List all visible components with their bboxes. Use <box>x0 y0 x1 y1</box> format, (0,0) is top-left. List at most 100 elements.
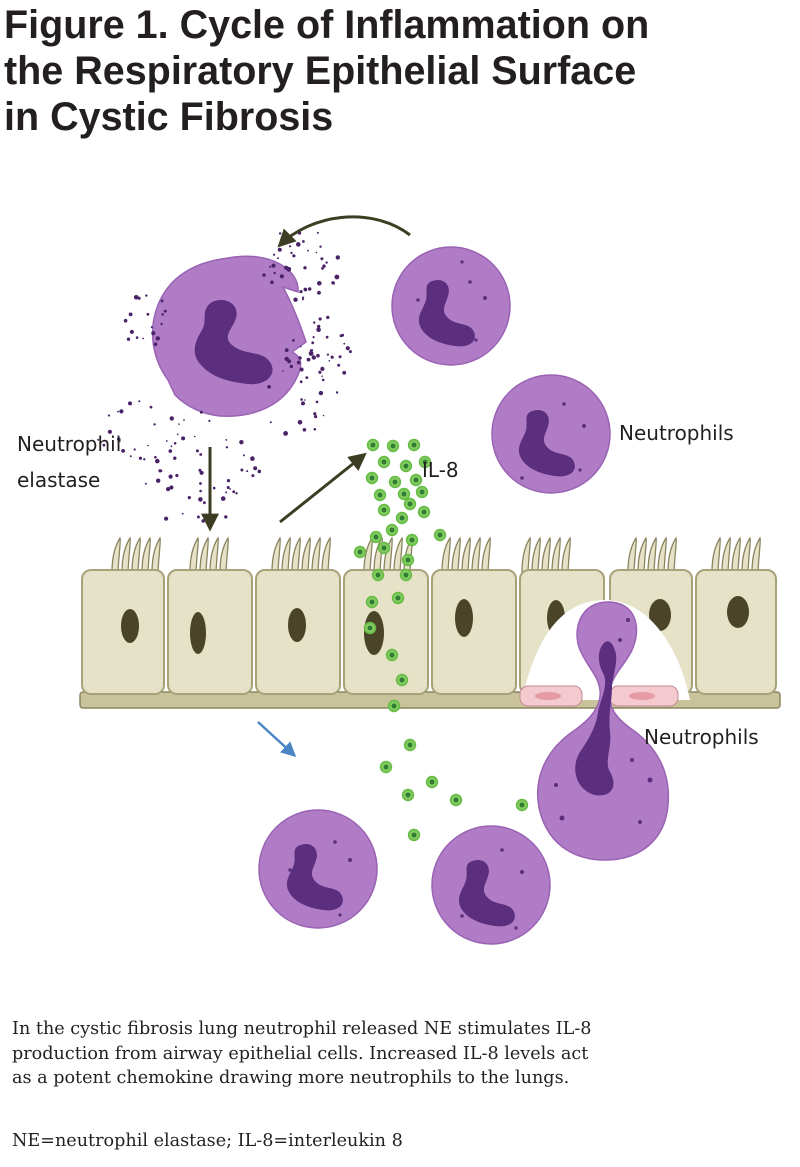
cilium <box>441 536 451 573</box>
neutrophil-top <box>391 246 511 366</box>
granule <box>299 290 303 294</box>
il8-particle <box>425 775 439 789</box>
granule <box>273 271 276 275</box>
cilium <box>281 536 291 573</box>
cilium <box>199 536 209 573</box>
il8-particle <box>433 528 447 542</box>
granule <box>302 428 307 432</box>
epithelial-nucleus <box>727 596 749 628</box>
granule <box>156 478 161 483</box>
granule <box>147 444 149 447</box>
granule <box>181 436 186 441</box>
granule <box>299 380 303 384</box>
granule <box>160 299 164 303</box>
il8-particle <box>449 793 463 807</box>
granule <box>178 423 180 425</box>
cilium <box>741 536 751 573</box>
cilium <box>531 536 541 573</box>
il8-particle <box>353 545 367 559</box>
epithelial-nucleus <box>121 609 139 643</box>
granule <box>273 253 276 256</box>
granule <box>299 367 304 372</box>
granule <box>283 431 288 436</box>
granule <box>246 470 249 473</box>
granule <box>232 490 236 494</box>
granule <box>187 496 191 500</box>
label-il8: IL-8 <box>422 458 459 482</box>
granule <box>317 290 321 295</box>
granule <box>196 515 200 519</box>
neutrophil-middle <box>491 374 611 494</box>
il8-particle <box>397 487 411 501</box>
granule <box>193 435 196 438</box>
cilium <box>393 536 403 573</box>
il8-particle <box>363 621 377 635</box>
granule <box>170 445 173 448</box>
granule <box>306 357 311 362</box>
granule <box>176 433 179 436</box>
granule <box>102 443 106 447</box>
cilium <box>451 536 461 573</box>
granule <box>229 488 232 490</box>
granule <box>313 428 317 431</box>
granule <box>129 455 132 458</box>
granule <box>319 245 322 248</box>
granule <box>311 355 316 360</box>
cilium <box>189 536 199 573</box>
granule <box>203 501 206 505</box>
il8-particle <box>385 523 399 537</box>
il8-particles <box>353 438 529 842</box>
cilium <box>383 536 393 573</box>
granule <box>240 468 244 472</box>
granule <box>199 489 202 493</box>
title-line-2: the Respiratory Epithelial Surface <box>4 49 637 93</box>
granule <box>297 420 303 425</box>
granule <box>341 333 345 337</box>
cilium <box>311 536 321 573</box>
granule <box>307 249 309 252</box>
label-neutrophils-bottom: Neutrophils <box>644 725 759 749</box>
cilium <box>731 536 741 573</box>
il8-particle <box>403 497 417 511</box>
granule <box>128 401 132 406</box>
il8-particle <box>407 438 421 452</box>
granule <box>335 255 340 260</box>
granule <box>303 287 308 292</box>
granule <box>321 378 325 382</box>
granule <box>320 257 324 261</box>
caption-line-3: as a potent chemokine drawing more neutr… <box>12 1068 570 1088</box>
granule <box>160 322 163 326</box>
granule <box>269 421 272 424</box>
granule <box>226 479 231 483</box>
granule <box>317 324 321 329</box>
cilium <box>111 536 121 573</box>
il8-particle <box>415 485 429 499</box>
granule <box>301 401 305 406</box>
cilium <box>141 536 151 573</box>
granule <box>326 315 330 320</box>
granule <box>183 419 185 421</box>
recruitment-arrow <box>277 215 411 248</box>
granule <box>164 516 169 521</box>
granule <box>308 287 312 291</box>
granule <box>257 469 262 474</box>
cilium <box>711 536 721 573</box>
granule <box>284 265 289 270</box>
il8-particle <box>377 541 391 555</box>
elastase-granules <box>97 231 352 523</box>
granule <box>348 350 352 354</box>
granule <box>163 309 167 313</box>
granule <box>305 376 309 379</box>
granule <box>322 264 326 268</box>
il8-particle <box>366 438 380 452</box>
granule <box>155 336 160 341</box>
cilium <box>657 536 667 573</box>
epithelial-cell <box>431 569 517 695</box>
endothelial-nucleus-right <box>629 692 655 700</box>
granule <box>201 519 205 523</box>
granule <box>149 405 153 409</box>
granule <box>126 337 131 341</box>
il8-particle <box>379 760 393 774</box>
granule <box>242 454 245 457</box>
granule <box>135 336 139 339</box>
